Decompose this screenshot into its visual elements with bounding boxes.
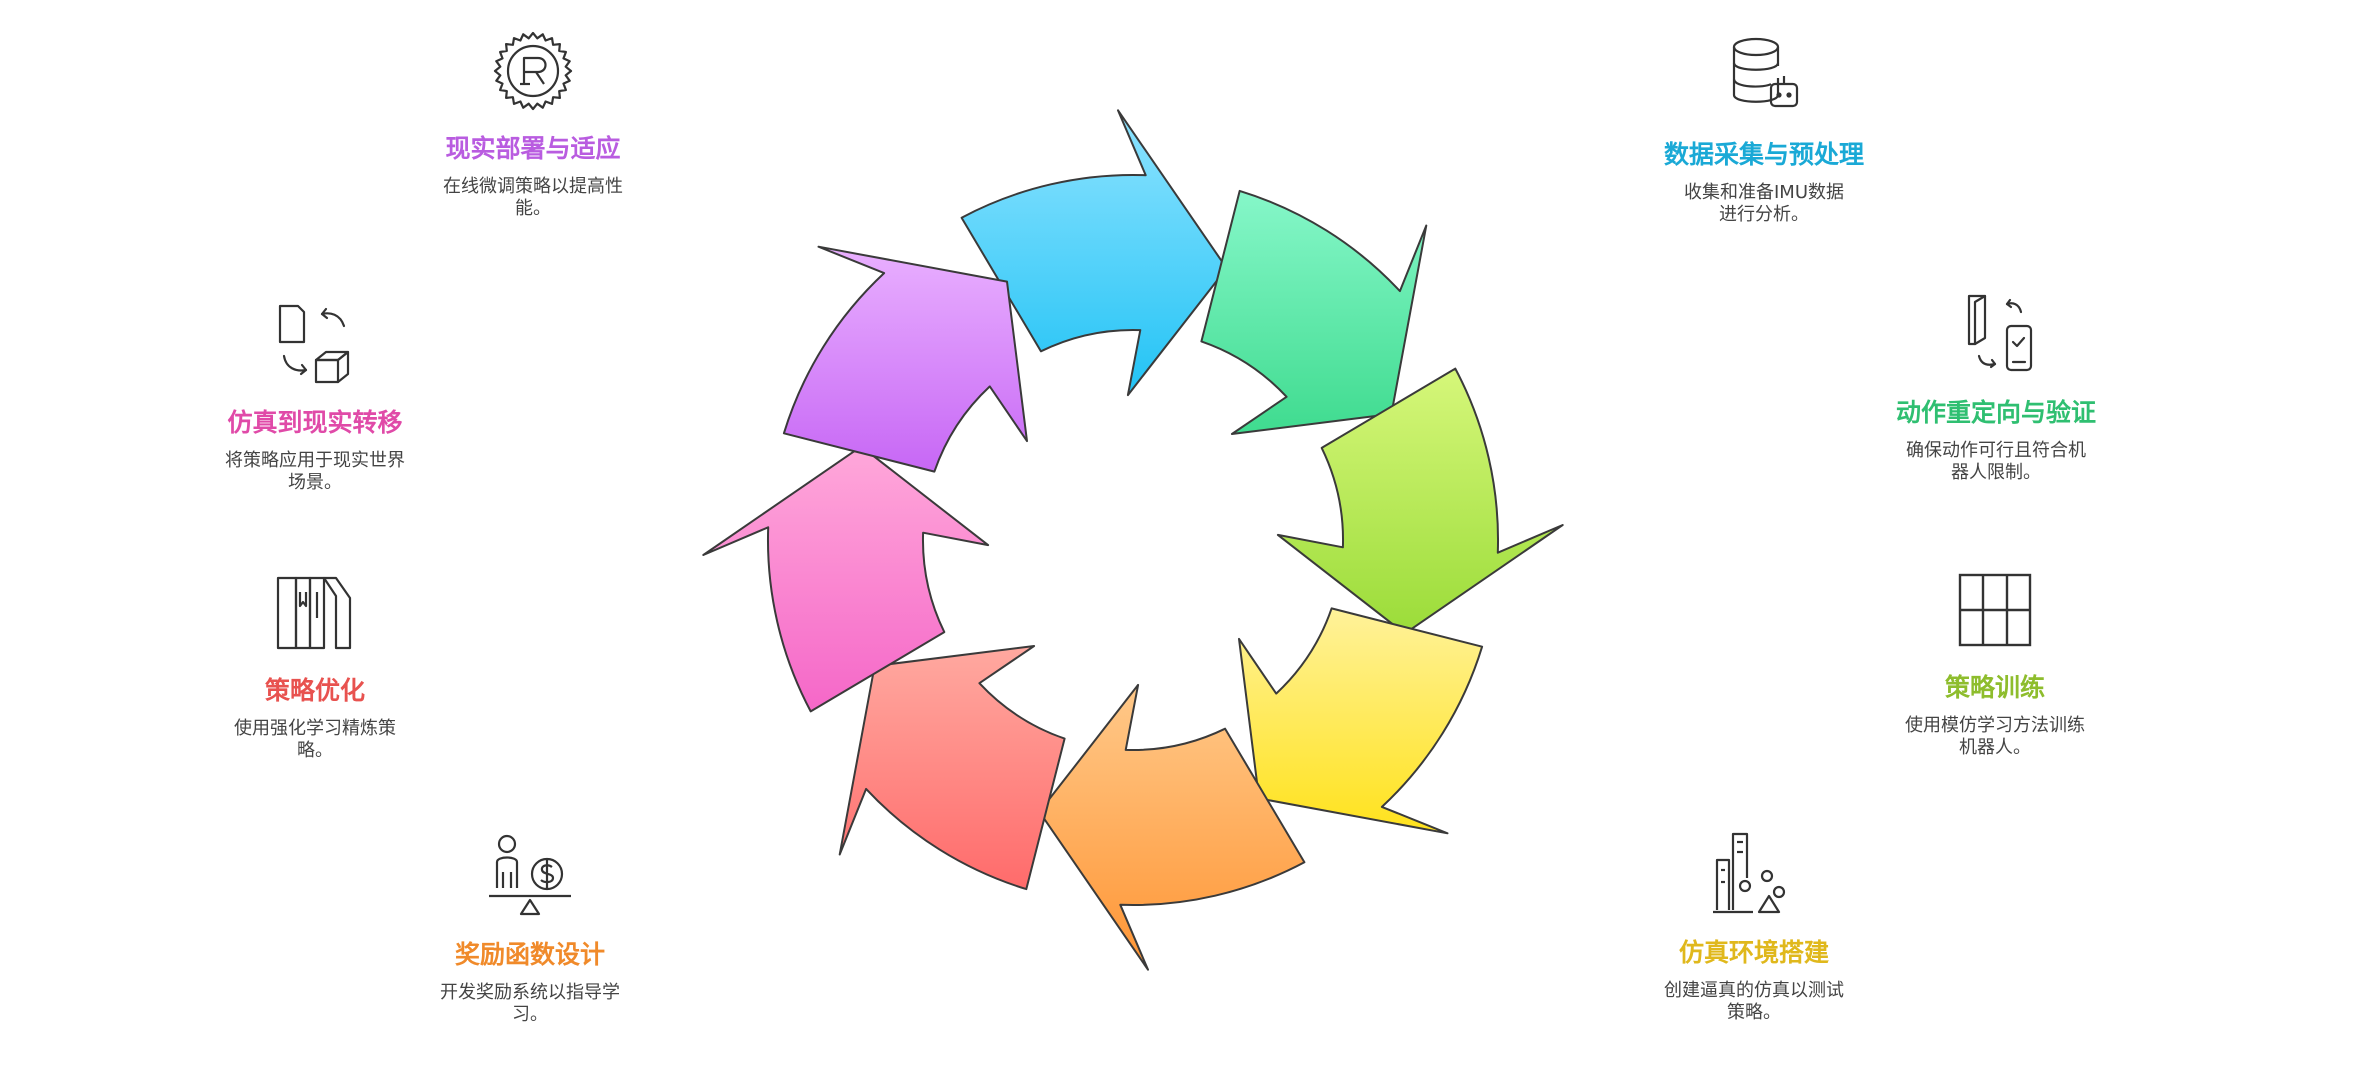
person-dollar-balance-icon — [489, 834, 571, 916]
step-description: 在线微调策略以提高性能。 — [443, 176, 623, 219]
retarget-device-icon — [1967, 294, 2033, 372]
step-real-deploy: 现实部署与适应 在线微调策略以提高性能。 — [353, 26, 713, 220]
step-reward-design: 奖励函数设计 开发奖励系统以指导学习。 — [350, 832, 710, 1026]
step-title: 策略优化 — [264, 676, 365, 705]
step-description: 将策略应用于现实世界场景。 — [225, 450, 405, 493]
step-motion-retarget: 动作重定向与验证 确保动作可行且符合机器人限制。 — [1816, 290, 2176, 484]
step-description: 收集和准备IMU数据进行分析。 — [1683, 182, 1844, 225]
arrow-sim-environment — [1238, 607, 1484, 835]
step-description: 使用强化学习精炼策略。 — [234, 718, 396, 761]
step-sim-environment: 仿真环境搭建 创建逼真的仿真以测试策略。 — [1574, 830, 1934, 1024]
step-title: 仿真环境搭建 — [1678, 938, 1829, 967]
arrow-real-deploy — [782, 245, 1028, 473]
step-policy-optimization: 策略优化 使用强化学习精炼策略。 — [135, 568, 495, 762]
step-title: 数据采集与预处理 — [1663, 140, 1864, 169]
books-icon — [276, 576, 352, 650]
step-description: 使用模仿学习方法训练机器人。 — [1905, 715, 2085, 758]
arrow-policy-training — [1276, 367, 1564, 635]
step-description: 确保动作可行且符合机器人限制。 — [1906, 440, 2086, 483]
grid-icon — [1958, 573, 2032, 647]
step-policy-training: 策略训练 使用模仿学习方法训练机器人。 — [1815, 565, 2175, 759]
step-title: 现实部署与适应 — [445, 134, 621, 163]
arrow-data-collection — [960, 109, 1228, 397]
arrow-sim-to-real — [702, 445, 990, 713]
step-title: 动作重定向与验证 — [1896, 398, 2097, 427]
arrow-policy-optimization — [838, 645, 1066, 891]
step-sim-to-real: 仿真到现实转移 将策略应用于现实世界场景。 — [135, 300, 495, 494]
step-title: 仿真到现实转移 — [227, 408, 403, 437]
step-title: 奖励函数设计 — [454, 940, 605, 969]
step-data-collection: 数据采集与预处理 收集和准备IMU数据进行分析。 — [1584, 32, 1944, 226]
rust-gear-icon — [493, 31, 573, 111]
arrow-reward-design — [1038, 683, 1306, 971]
database-robot-icon — [1732, 37, 1799, 108]
step-description: 创建逼真的仿真以测试策略。 — [1664, 980, 1844, 1023]
step-title: 策略训练 — [1944, 673, 2045, 702]
arrow-motion-retarget — [1200, 189, 1428, 435]
building-shapes-icon — [1713, 832, 1786, 914]
document-cube-transfer-icon — [278, 304, 350, 384]
step-description: 开发奖励系统以指导学习。 — [440, 982, 620, 1025]
